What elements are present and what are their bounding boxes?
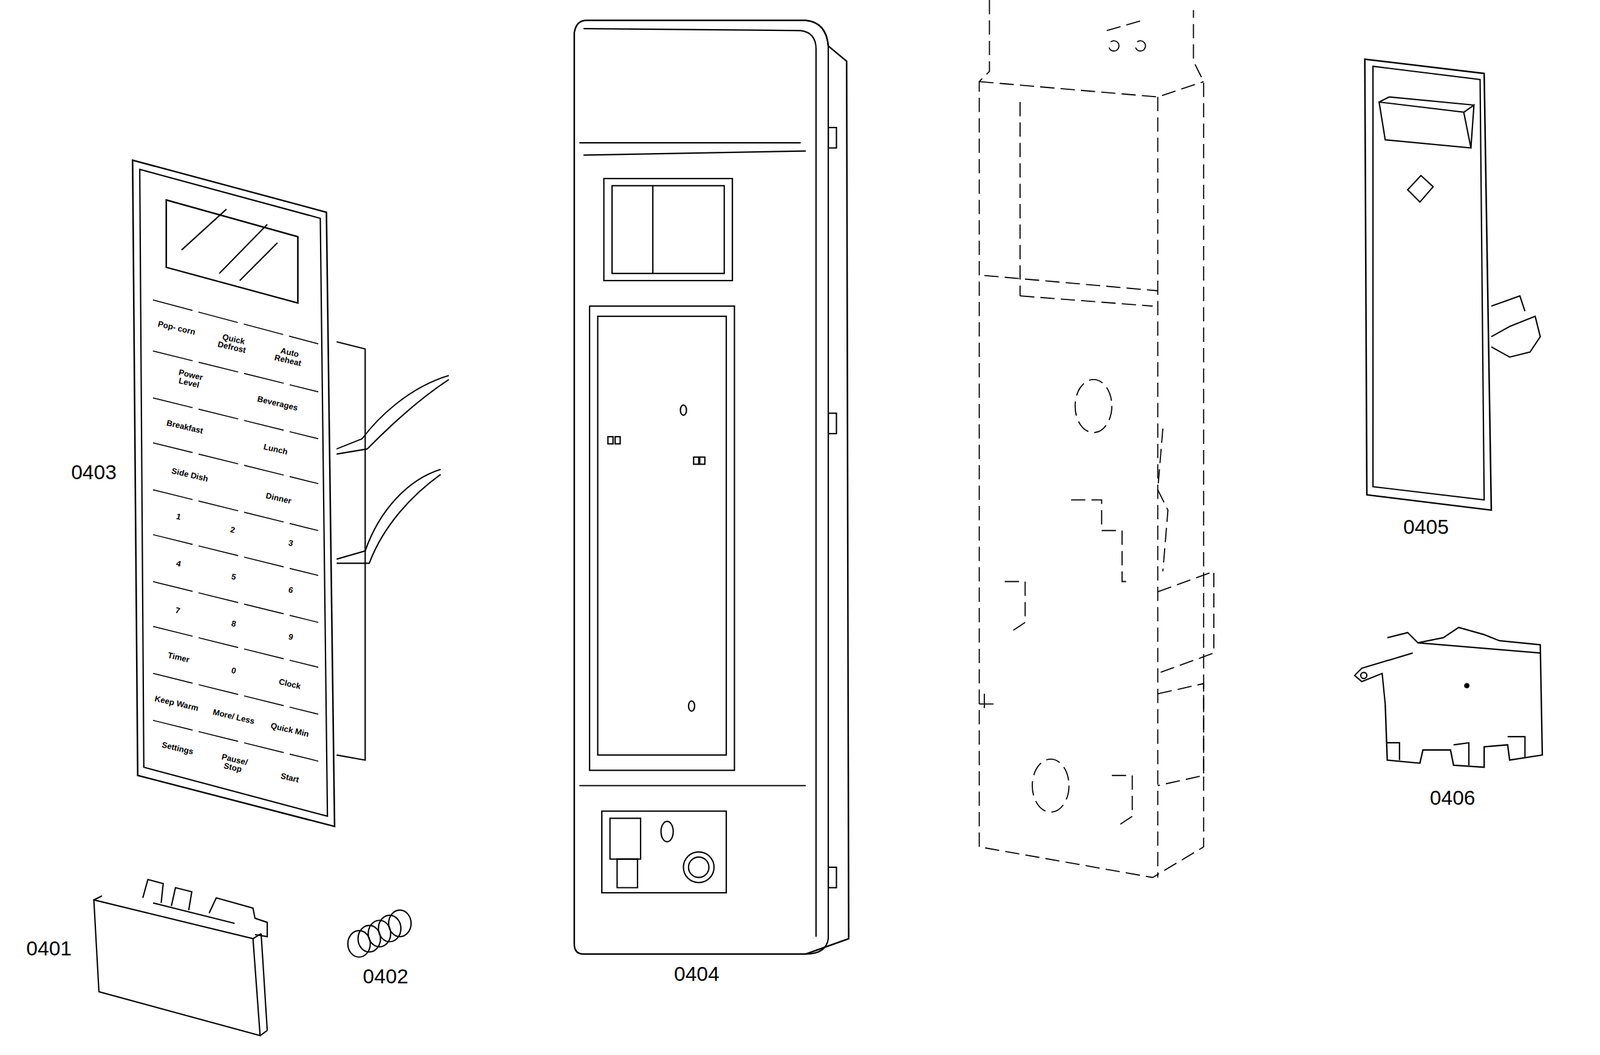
callout-number: 0406 bbox=[1429, 785, 1476, 810]
switch-bracket bbox=[1354, 627, 1543, 767]
callout-number: 0404 bbox=[674, 962, 720, 987]
door-button bbox=[94, 879, 268, 1036]
control-board bbox=[1365, 58, 1541, 511]
spring bbox=[347, 909, 412, 957]
chassis-outline bbox=[979, 0, 1214, 878]
callout-number: 0401 bbox=[26, 936, 72, 961]
callout-number: 0403 bbox=[71, 460, 117, 484]
callout-number: 0405 bbox=[1403, 515, 1449, 540]
keypad-membrane bbox=[132, 160, 449, 827]
control-frame bbox=[574, 20, 849, 954]
callout-number: 0402 bbox=[363, 964, 409, 988]
